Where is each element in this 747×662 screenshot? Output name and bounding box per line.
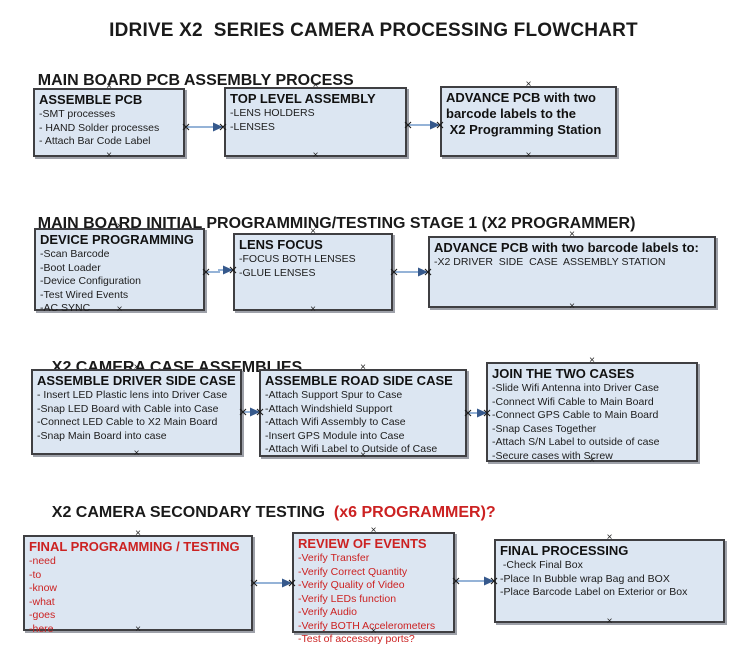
connector-arrow[interactable] <box>390 267 432 277</box>
box-title: REVIEW OF EVENTS <box>298 536 427 551</box>
box-title: TOP LEVEL ASSEMBLY <box>230 91 376 106</box>
handle-icon: × <box>133 362 140 373</box>
section-heading-red-text: (x6 PROGRAMMER)? <box>329 504 496 521</box>
connector-arrow[interactable] <box>464 408 491 418</box>
flow-box-assemble-pcb[interactable]: × ASSEMBLE PCB -SMT processes - HAND Sol… <box>33 82 185 161</box>
handle-icon: × <box>525 150 532 161</box>
handle-icon: × <box>360 450 366 461</box>
flow-box-final-programming-testing[interactable]: × FINAL PROGRAMMING / TESTING -need -to … <box>23 529 253 635</box>
section-heading-secondary-testing: X2 CAMERA SECONDARY TESTING (x6 PROGRAMM… <box>34 486 496 540</box>
handle-icon: × <box>116 304 123 315</box>
box-title: JOIN THE TWO CASES <box>492 366 635 381</box>
flow-box-assemble-road-side-case[interactable]: × ASSEMBLE ROAD SIDE CASE -Attach Suppor… <box>259 363 467 461</box>
handle-icon: × <box>589 355 595 366</box>
connector-arrow[interactable] <box>250 578 296 588</box>
connector-arrow[interactable] <box>404 120 444 130</box>
box-title: ASSEMBLE PCB <box>39 92 143 107</box>
box-items: -Scan Barcode -Boot Loader -Device Confi… <box>40 248 141 314</box>
handle-icon: × <box>370 626 377 637</box>
box-items: -Check Final Box -Place In Bubble wrap B… <box>500 559 688 598</box>
connector-arrow[interactable] <box>182 122 227 132</box>
flow-box-final-processing[interactable]: × FINAL PROCESSING -Check Final Box -Pla… <box>494 533 725 627</box>
connector-arrow[interactable] <box>202 265 237 276</box>
section-heading-text: X2 CAMERA SECONDARY TESTING <box>51 504 330 521</box>
handle-icon: × <box>106 150 112 161</box>
handle-icon: × <box>569 229 575 240</box>
box-title: ASSEMBLE DRIVER SIDE CASE <box>37 373 236 388</box>
box-items: -Attach Support Spur to Case -Attach Win… <box>265 389 438 455</box>
box-title: ADVANCE PCB with two barcode labels to: <box>434 240 699 255</box>
handle-icon: × <box>360 362 366 373</box>
page-title: IDRIVE X2 SERIES CAMERA PROCESSING FLOWC… <box>109 20 638 41</box>
handle-icon: × <box>133 448 140 459</box>
handle-icon: × <box>606 532 613 543</box>
handle-icon: × <box>569 301 575 312</box>
box-items: -Slide Wifi Antenna into Driver Case -Co… <box>492 382 660 462</box>
box-items: - Insert LED Plastic lens into Driver Ca… <box>37 389 228 442</box>
handle-icon: × <box>106 81 112 92</box>
box-title: DEVICE PROGRAMMING <box>40 232 194 247</box>
flow-box-lens-focus[interactable]: × LENS FOCUS -FOCUS BOTH LENSES -GLUE LE… <box>233 227 393 315</box>
flow-box-advance-pcb-driver-side-station[interactable]: × ADVANCE PCB with two barcode labels to… <box>428 230 716 312</box>
box-title: ADVANCE PCB with two barcode labels to t… <box>446 90 602 137</box>
box-items: -FOCUS BOTH LENSES -GLUE LENSES <box>239 253 356 279</box>
handle-icon: × <box>116 221 123 232</box>
flow-box-assemble-driver-side-case[interactable]: × ASSEMBLE DRIVER SIDE CASE - Insert LED… <box>31 363 242 459</box>
handle-icon: × <box>312 80 319 91</box>
box-title: FINAL PROGRAMMING / TESTING <box>29 539 240 554</box>
section-heading-text: MAIN BOARD PCB ASSEMBLY PROCESS <box>37 72 354 89</box>
box-items: -need -to -know -what -goes -here <box>29 555 58 635</box>
box-items: -SMT processes - HAND Solder processes -… <box>39 108 160 147</box>
box-title: FINAL PROCESSING <box>500 543 629 558</box>
handle-icon: × <box>310 304 316 315</box>
flow-box-top-level-assembly[interactable]: × TOP LEVEL ASSEMBLY -LENS HOLDERS -LENS… <box>224 81 407 161</box>
handle-icon: × <box>370 525 377 536</box>
section-heading-text: MAIN BOARD INITIAL PROGRAMMING/TESTING S… <box>37 215 636 232</box>
handle-icon: × <box>589 455 595 466</box>
handle-icon: × <box>135 624 141 635</box>
handle-icon: × <box>312 150 319 161</box>
box-items: -Verify Transfer -Verify Correct Quantit… <box>298 552 436 645</box>
handle-icon: × <box>135 528 141 539</box>
connector-arrow[interactable] <box>452 576 498 586</box>
handle-icon: × <box>525 79 532 90</box>
box-title: ASSEMBLE ROAD SIDE CASE <box>265 373 453 388</box>
flow-box-advance-pcb-programming-station[interactable]: × ADVANCE PCB with two barcode labels to… <box>440 80 617 161</box>
handle-icon: × <box>606 616 613 627</box>
box-title: LENS FOCUS <box>239 237 323 252</box>
box-items: -LENS HOLDERS -LENSES <box>230 107 315 133</box>
flow-box-join-the-two-cases[interactable]: × JOIN THE TWO CASES -Slide Wifi Antenna… <box>486 356 698 466</box>
section-heading-initial-programming: MAIN BOARD INITIAL PROGRAMMING/TESTING S… <box>20 197 636 251</box>
handle-icon: × <box>310 226 316 237</box>
connector-arrow[interactable] <box>239 407 264 417</box>
flow-box-device-programming[interactable]: × DEVICE PROGRAMMING -Scan Barcode -Boot… <box>34 222 205 315</box>
section-heading-pcb-assembly: MAIN BOARD PCB ASSEMBLY PROCESS <box>20 54 354 108</box>
box-items: -X2 DRIVER SIDE CASE ASSEMBLY STATION <box>434 256 666 268</box>
